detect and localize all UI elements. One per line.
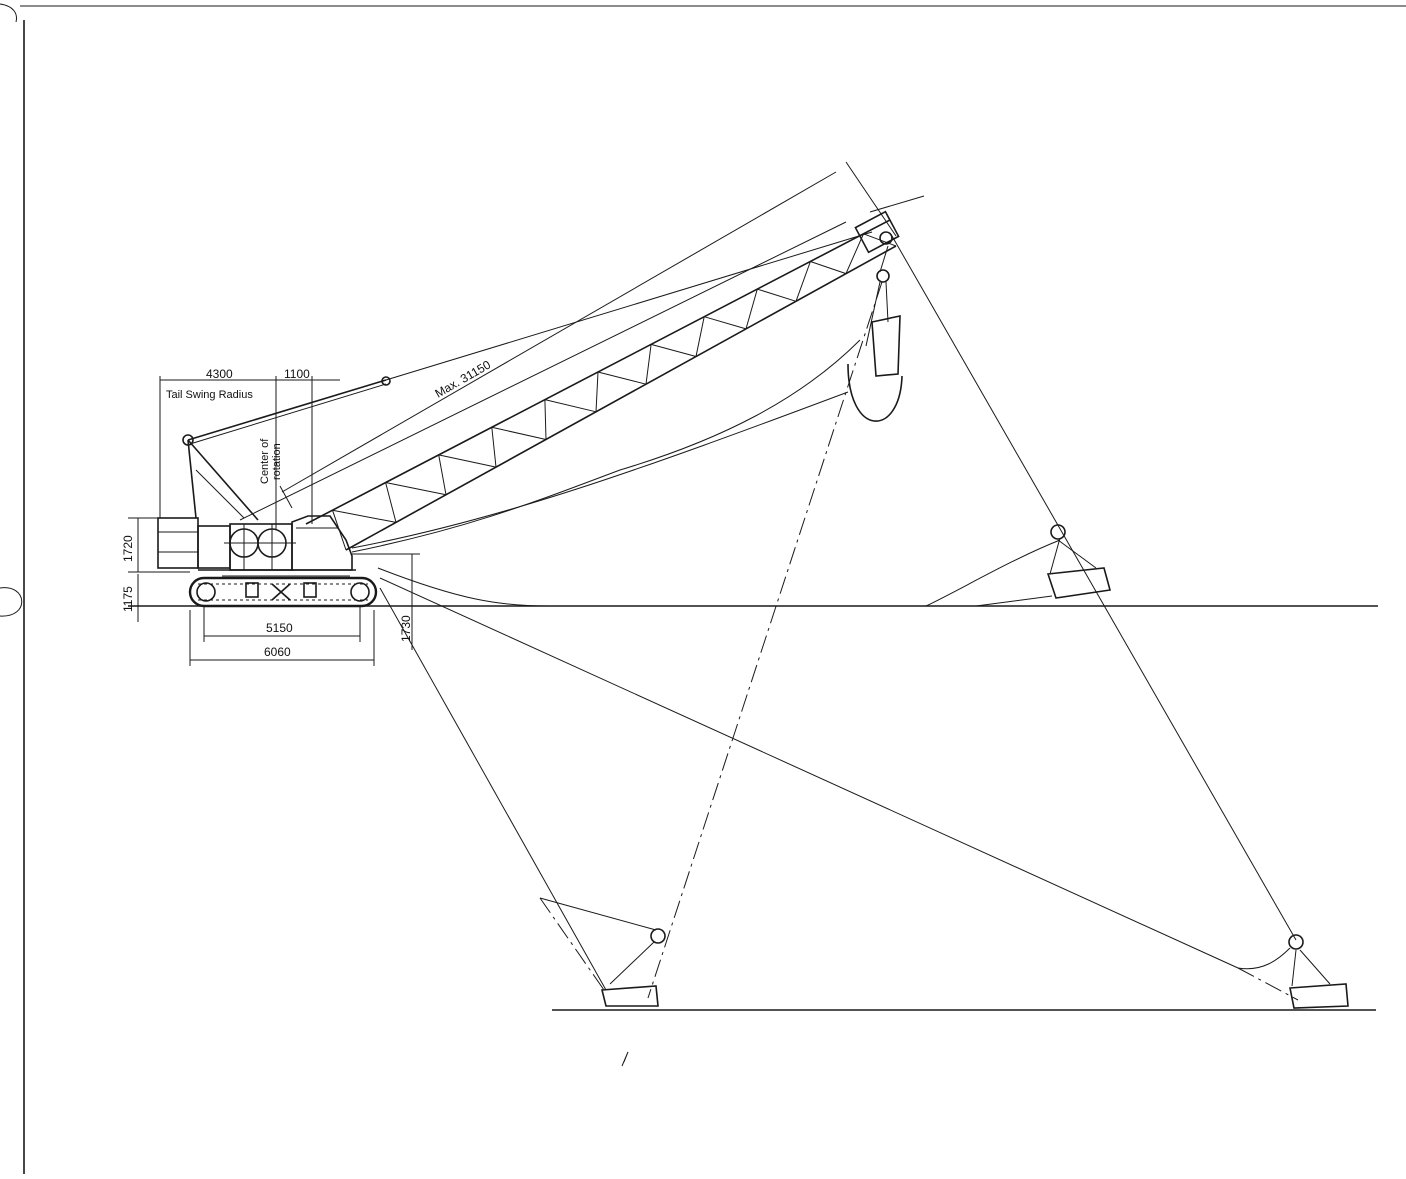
rope-curves [351, 339, 1061, 607]
tail-swing-label: Tail Swing Radius [166, 389, 253, 401]
rotation-label-line2: rotation [271, 443, 283, 480]
hook-and-load [847, 245, 903, 422]
bucket-lower-right [379, 577, 1349, 1009]
upper-structure [157, 434, 356, 571]
stray-mark [621, 1051, 629, 1067]
tail-swing-value: 4300 [206, 367, 233, 381]
overall-length: 6060 [264, 645, 291, 659]
offset-value: 1100 [284, 367, 310, 381]
centerlines [539, 281, 1299, 1001]
pivot-height: 1730 [399, 615, 413, 642]
crawler-track [188, 575, 378, 608]
sheet-border [0, 3, 1406, 1174]
rotation-label-line1: Center of [259, 438, 271, 484]
boom-pendants [187, 221, 873, 521]
max-reach-label: Max. 31150 [433, 357, 494, 400]
bucket-upper-right [891, 235, 1297, 941]
dimension-lines [128, 161, 897, 666]
counterweight-height: 1720 [121, 535, 135, 562]
lattice-boom [305, 195, 925, 551]
base-height: 1175 [121, 586, 135, 612]
ground-lines [128, 605, 1378, 1011]
track-length: 5150 [266, 621, 293, 635]
bucket-lower-left [379, 587, 666, 1007]
